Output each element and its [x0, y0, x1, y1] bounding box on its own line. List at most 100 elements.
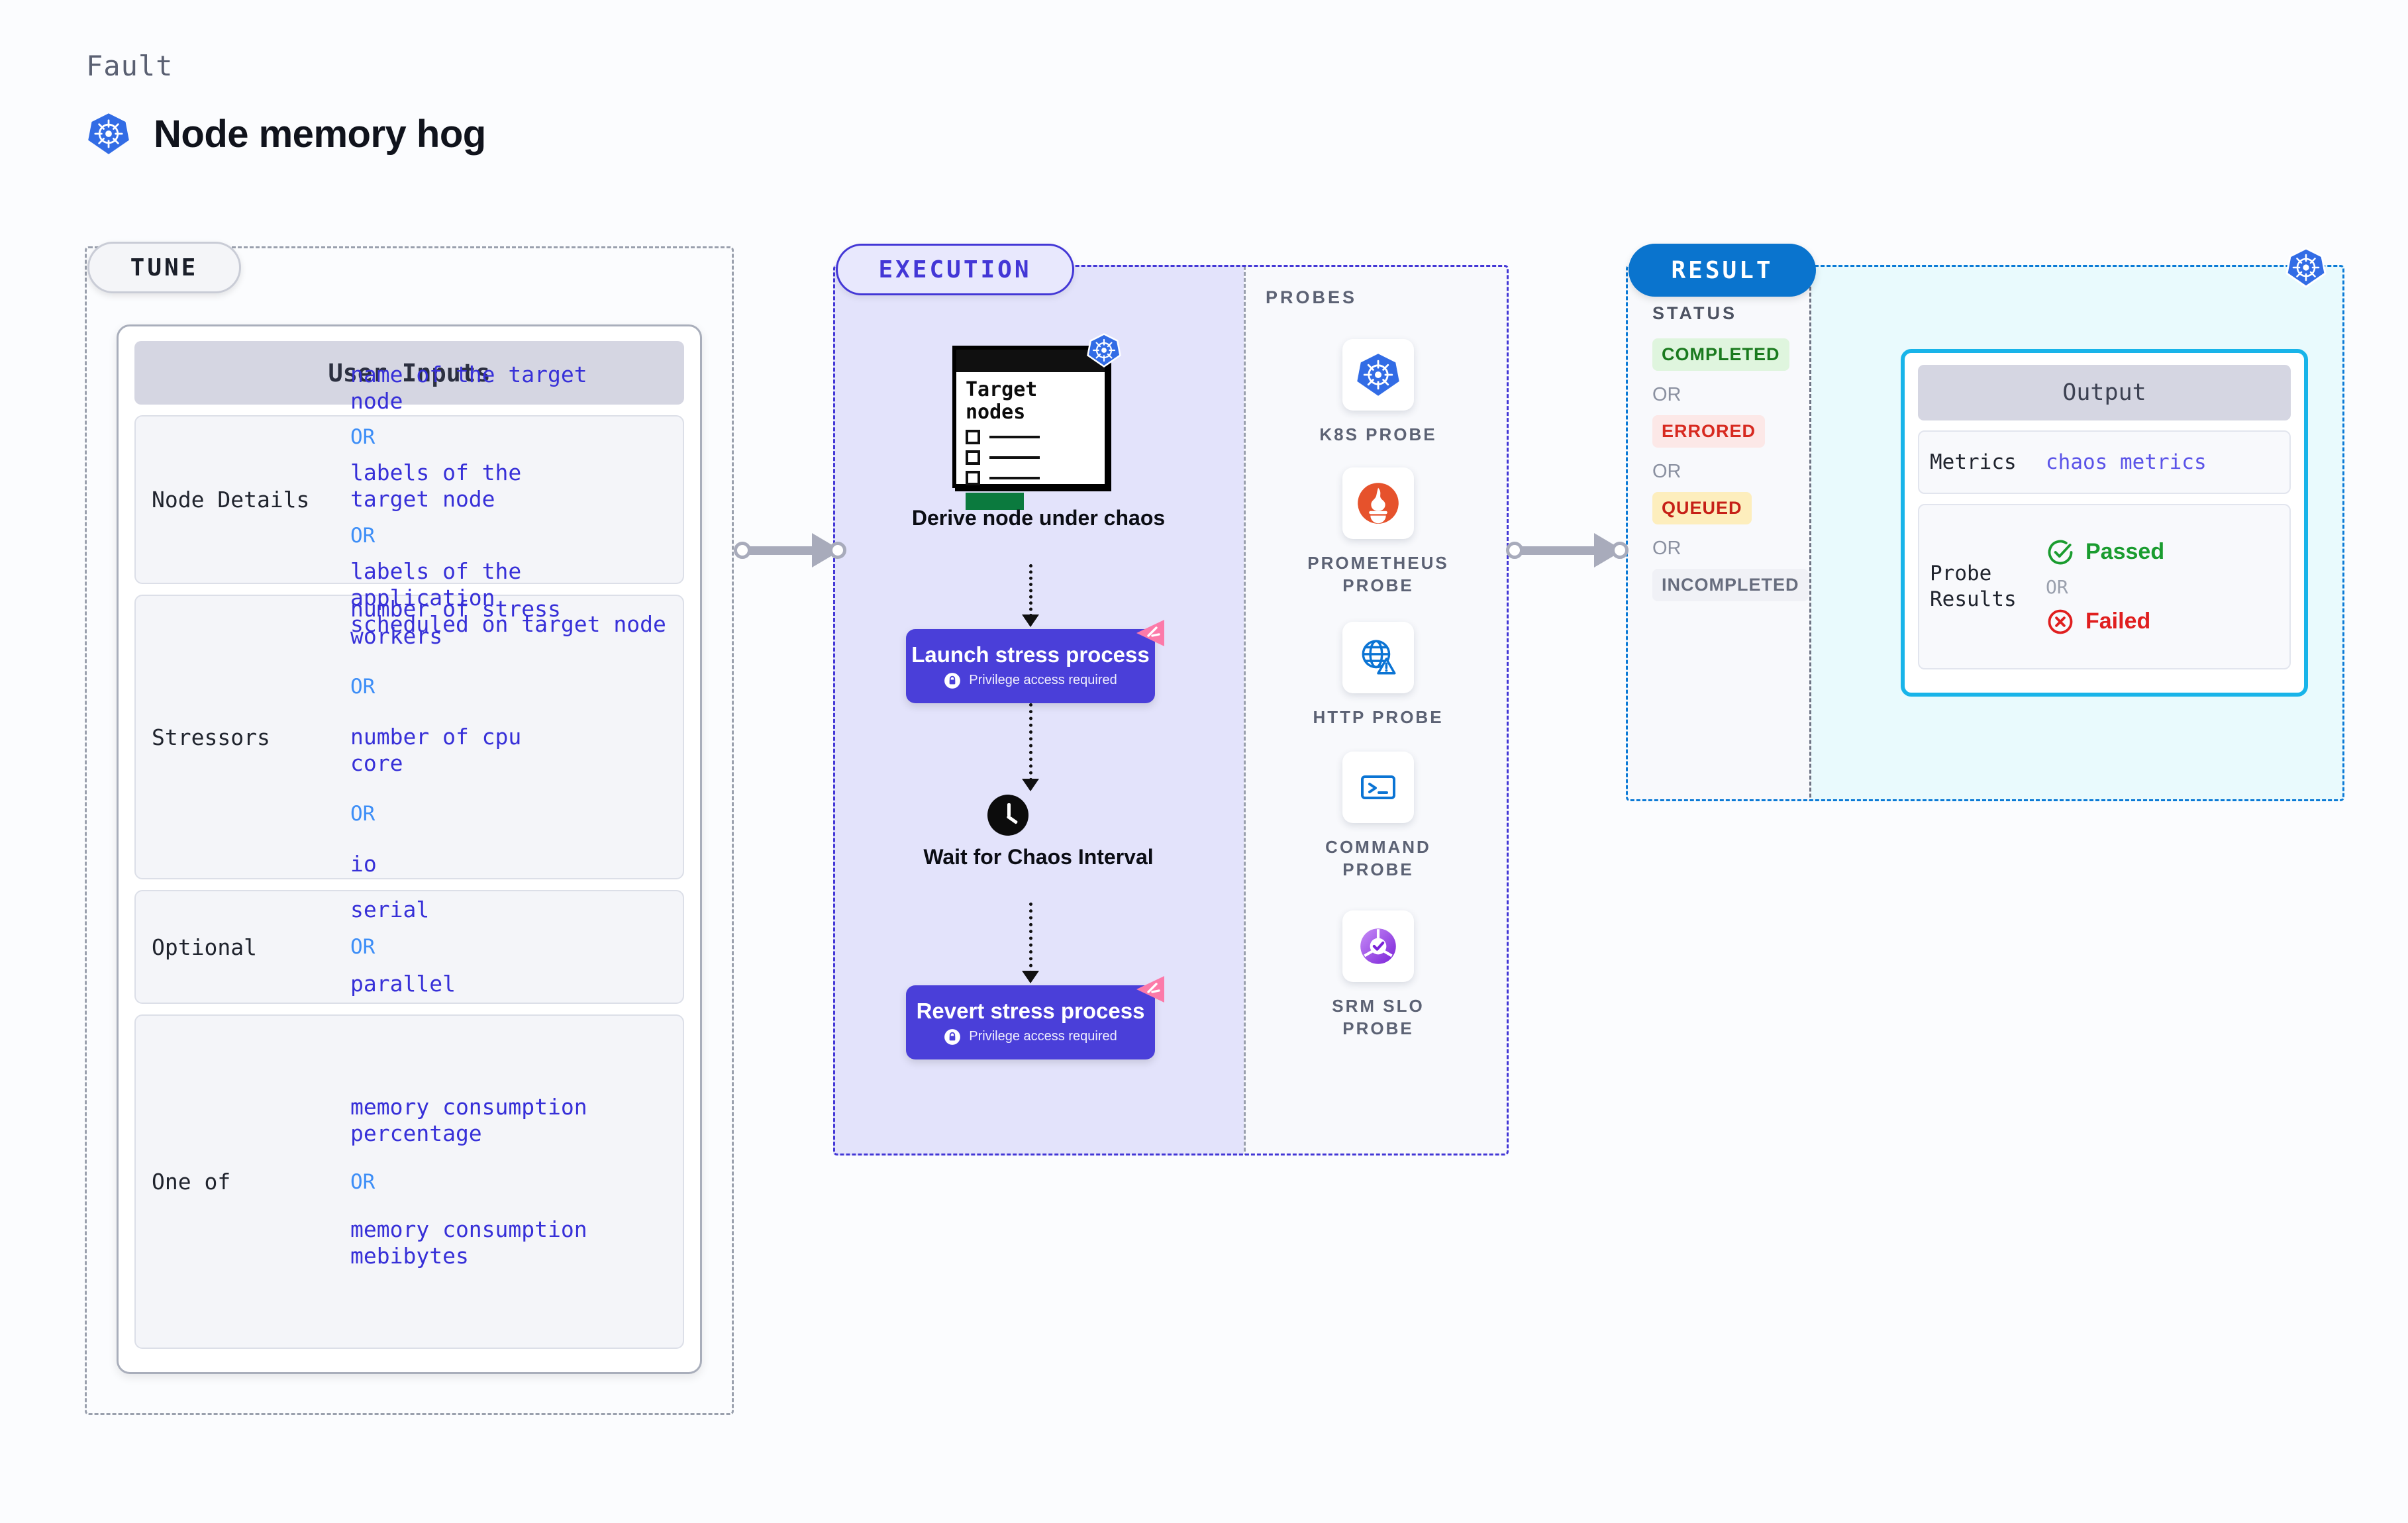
probe-label: HTTP PROBE — [1313, 707, 1444, 727]
flow-line — [1029, 903, 1032, 974]
input-value: name of the target node — [350, 361, 587, 414]
step-title: Launch stress process — [911, 642, 1150, 667]
user-inputs-title: User Inputs — [134, 341, 684, 405]
terminal-icon — [1361, 775, 1395, 799]
connector-tune-to-execution — [734, 533, 846, 567]
or-separator: OR — [350, 1169, 376, 1194]
input-value: io — [350, 851, 377, 877]
connector-dot — [1506, 542, 1523, 559]
result-section: STATUS COMPLETED OR ERRORED OR QUEUED OR… — [1626, 265, 2344, 801]
or-separator: OR — [350, 425, 376, 450]
probe-item-srm-slo[interactable]: SRM SLO PROBE — [1246, 910, 1511, 1040]
probes-pane: PROBES K8S PROBE — [1244, 265, 1509, 1155]
wrench-ribbon-icon — [1134, 976, 1164, 1008]
checkbox-icon — [966, 471, 980, 486]
globe-warning-icon — [1362, 640, 1396, 675]
probe-item-http[interactable]: HTTP PROBE — [1246, 622, 1511, 729]
kubernetes-icon — [1357, 354, 1399, 396]
input-value: number of stress workers — [350, 596, 561, 649]
probe-result-failed: Failed — [2046, 607, 2164, 636]
connector-dot — [1611, 542, 1629, 559]
card-titlebar — [956, 350, 1105, 372]
target-nodes-card: Target nodes — [952, 333, 1121, 511]
input-row-stressors: Stressors number of stress workers OR nu… — [134, 595, 684, 879]
fault-label: Fault — [86, 50, 174, 82]
or-separator: OR — [1652, 538, 1681, 559]
execution-pill: EXECUTION — [836, 244, 1074, 295]
or-separator: OR — [1652, 384, 1681, 405]
probe-label: SRM SLO PROBE — [1332, 996, 1425, 1038]
result-dashed-border — [1626, 265, 2344, 801]
step-launch-stress-process: Launch stress process Privilege access r… — [906, 620, 1164, 703]
probe-results-values: Passed OR Failed — [2046, 538, 2164, 636]
input-value: serial — [350, 896, 430, 922]
lock-icon — [944, 1028, 961, 1045]
page-title: Node memory hog — [154, 112, 486, 156]
flow-arrowhead — [1022, 779, 1039, 791]
card-body: Target nodes — [956, 372, 1105, 516]
connector-shaft — [1519, 546, 1598, 555]
or-separator: OR — [350, 935, 376, 959]
probe-item-command[interactable]: COMMAND PROBE — [1246, 752, 1511, 881]
status-badge-errored: ERRORED — [1652, 415, 1766, 448]
result-pill: RESULT — [1629, 244, 1816, 297]
input-row-node-details: Node Details name of the target node OR … — [134, 362, 684, 637]
step-caption-wait-interval: Wait for Chaos Interval — [923, 845, 1154, 869]
metrics-value: chaos metrics — [2046, 450, 2207, 474]
fault-title-row: Node memory hog — [86, 111, 486, 156]
lock-icon — [944, 672, 961, 689]
connector-dot — [829, 542, 846, 559]
row-values: name of the target node OR labels of the… — [350, 362, 676, 638]
user-inputs-card: User Inputs Node Details name of the tar… — [117, 324, 702, 1374]
connector-shaft — [747, 546, 816, 555]
connector-execution-to-result — [1506, 533, 1629, 567]
step-subtitle: Privilege access required — [969, 673, 1117, 688]
row-label: One of — [152, 1169, 231, 1195]
input-value: labels of the target node — [350, 460, 522, 513]
metrics-label: Metrics — [1930, 450, 2017, 474]
target-nodes-title: Target nodes — [966, 378, 1038, 424]
input-row-one-of: One of memory consumption percentage OR … — [134, 1014, 684, 1349]
row-values: number of stress workers OR number of cp… — [350, 596, 561, 877]
row-values: serial OR parallel — [350, 897, 456, 998]
placeholder-line — [989, 436, 1040, 439]
checklist-item — [966, 430, 1095, 445]
row-label: Optional — [152, 934, 257, 960]
flow-line — [1029, 703, 1032, 781]
flow-line — [1029, 564, 1032, 617]
status-badge-incompleted: INCOMPLETED — [1652, 569, 1809, 601]
step-subtitle: Privilege access required — [969, 1029, 1117, 1044]
probe-result-passed: Passed — [2046, 538, 2164, 567]
checkbox-icon — [966, 450, 980, 466]
probe-item-k8s[interactable]: K8S PROBE — [1246, 339, 1511, 446]
probe-label: K8S PROBE — [1319, 424, 1437, 444]
status-pane: STATUS COMPLETED OR ERRORED OR QUEUED OR… — [1626, 265, 1811, 801]
probe-label: PROMETHEUS PROBE — [1307, 553, 1449, 595]
probe-tile — [1342, 339, 1414, 411]
flow-arrowhead — [1022, 971, 1039, 983]
probe-tile — [1342, 467, 1414, 539]
placeholder-line — [989, 477, 1040, 480]
input-row-optional: Optional serial OR parallel — [134, 890, 684, 1004]
check-circle-icon — [2048, 540, 2073, 564]
step-revert-stress-process: Revert stress process Privilege access r… — [906, 976, 1164, 1059]
row-label: Stressors — [152, 724, 270, 750]
or-separator: OR — [1652, 461, 1681, 482]
placeholder-line — [989, 456, 1040, 460]
output-pane: Output Metrics chaos metrics Probe Resul… — [1811, 265, 2344, 801]
output-title: Output — [1918, 365, 2291, 420]
probe-item-prometheus[interactable]: PROMETHEUS PROBE — [1246, 467, 1511, 597]
or-separator: OR — [350, 674, 376, 699]
step-title: Revert stress process — [916, 999, 1145, 1024]
prometheus-icon — [1358, 483, 1399, 524]
kubernetes-icon — [2285, 246, 2327, 292]
output-card: Output Metrics chaos metrics Probe Resul… — [1901, 349, 2308, 697]
row-values: memory consumption percentage OR memory … — [350, 1094, 587, 1269]
input-value: number of cpu core — [350, 723, 522, 777]
step-caption-derive-node: Derive node under chaos — [911, 506, 1166, 530]
wrench-ribbon-icon — [1134, 620, 1164, 652]
probe-label: COMMAND PROBE — [1325, 837, 1431, 879]
probe-results-label: Probe Results — [1930, 562, 2017, 611]
green-status-bar — [966, 493, 1024, 511]
